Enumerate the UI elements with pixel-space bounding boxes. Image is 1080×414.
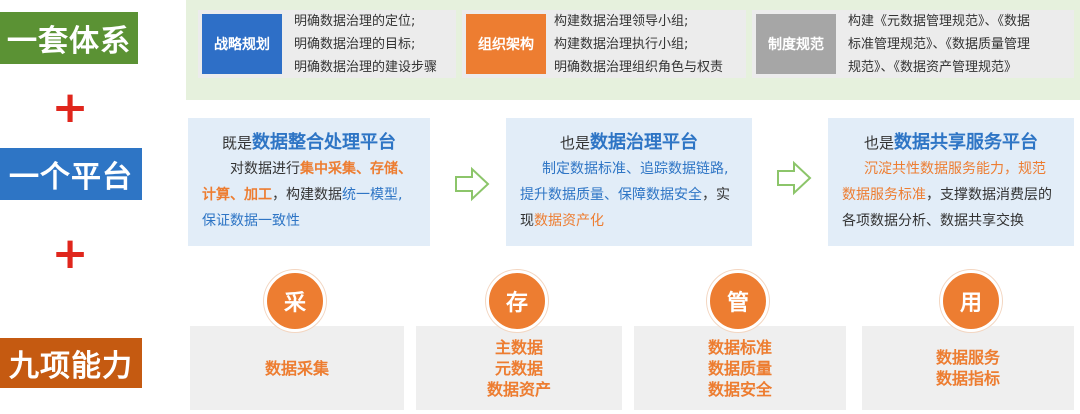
platform-integration-desc: 对数据进行集中采集、存储、 计算、加工，构建数据统一模型, 保证数据一致性 — [202, 161, 412, 229]
platform-governance-title: 也是数据治理平台 — [559, 132, 698, 153]
platform-integration-title: 既是数据整合处理平台 — [221, 132, 396, 153]
system-text-strategy: 明确数据治理的定位; 明确数据治理的目标; 明确数据治理的建设步骤 — [294, 14, 438, 75]
ability-box-store: 主数据 元数据 数据资产 — [416, 326, 622, 410]
platform-sharing: 也是数据共享服务平台 沉淀共性数据服务能力，规范 数据服务标准，支撑数据消费层的… — [828, 118, 1074, 246]
ability-box-manage: 数据标准 数据质量 数据安全 — [634, 326, 846, 410]
ability-box-collect: 数据采集 — [190, 326, 404, 410]
system-tag-org: 组织架构 — [466, 14, 546, 74]
plus-sign-1: + — [51, 82, 89, 133]
ability-box-use: 数据服务 数据指标 — [862, 326, 1074, 410]
platform-sharing-title: 也是数据共享服务平台 — [863, 132, 1038, 153]
arrow-right-1 — [454, 166, 490, 202]
ability-circle-store: 存 — [486, 270, 548, 332]
system-group-strategy: 战略规划 明确数据治理的定位; 明确数据治理的目标; 明确数据治理的建设步骤 — [198, 10, 456, 78]
ability-circle-collect: 采 — [264, 270, 326, 332]
system-text-org: 构建数据治理领导小组; 构建数据治理执行小组; 明确数据治理组织角色与权责 — [554, 14, 724, 75]
platform-governance: 也是数据治理平台 制定数据标准、追踪数据链路, 提升数据质量、保障数据安全，实 … — [506, 118, 752, 246]
system-tag-policy: 制度规范 — [756, 14, 836, 74]
ability-circle-manage: 管 — [707, 270, 769, 332]
system-tag-strategy: 战略规划 — [202, 14, 282, 74]
label-system: 一套体系 — [0, 12, 138, 64]
plus-sign-2: + — [51, 228, 89, 279]
platform-governance-desc: 制定数据标准、追踪数据链路, 提升数据质量、保障数据安全，实 现数据资产化 — [520, 161, 730, 229]
arrow-right-2-icon — [777, 160, 812, 196]
platform-integration: 既是数据整合处理平台 对数据进行集中采集、存储、 计算、加工，构建数据统一模型,… — [188, 118, 430, 246]
arrow-right-2 — [776, 160, 812, 196]
label-abilities: 九项能力 — [0, 338, 142, 388]
platform-sharing-desc: 沉淀共性数据服务能力，规范 数据服务标准，支撑数据消费层的 各项数据分析、数据共… — [842, 161, 1052, 229]
label-platform: 一个平台 — [0, 148, 142, 200]
ability-circle-use: 用 — [940, 270, 1002, 332]
system-group-org: 组织架构 构建数据治理领导小组; 构建数据治理执行小组; 明确数据治理组织角色与… — [462, 10, 746, 78]
system-text-policy: 构建《元数据管理规范》、《数据 标准管理规范》、《数据质量管理 规范》、《数据资… — [848, 14, 1031, 75]
system-group-policy: 制度规范 构建《元数据管理规范》、《数据 标准管理规范》、《数据质量管理 规范》… — [752, 10, 1074, 78]
arrow-right-1-icon — [455, 166, 490, 202]
